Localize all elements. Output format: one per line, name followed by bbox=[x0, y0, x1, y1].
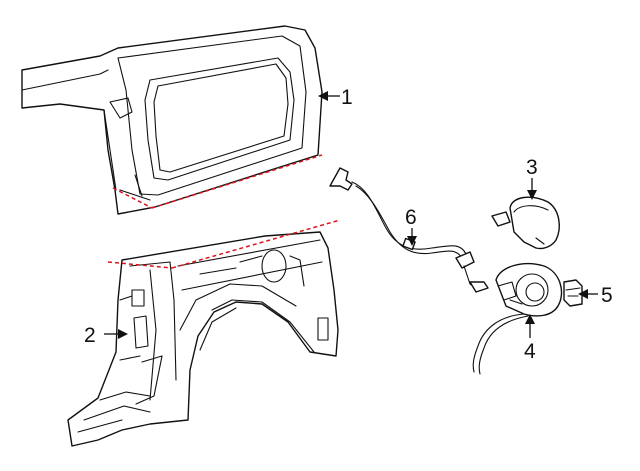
callout-labels: 1 2 3 4 5 6 bbox=[84, 86, 613, 363]
part-2-cut-line-left bbox=[107, 261, 173, 269]
leader-6-arrow bbox=[407, 236, 417, 246]
callout-1: 1 bbox=[341, 86, 353, 109]
part-3-fuel-door bbox=[491, 196, 560, 250]
leader-3-arrow bbox=[527, 190, 537, 200]
callout-6: 6 bbox=[405, 206, 417, 229]
part-1-cut-line-left bbox=[112, 187, 153, 209]
callout-2: 2 bbox=[84, 324, 96, 347]
leader-lines bbox=[104, 91, 598, 339]
part-5-clip bbox=[563, 279, 583, 307]
callout-4: 4 bbox=[524, 340, 536, 363]
part-6-release-cable bbox=[329, 167, 489, 293]
part-4-filler-housing bbox=[472, 262, 563, 375]
part-2-lower-quarter-panel bbox=[67, 231, 339, 447]
leader-4-arrow bbox=[525, 314, 535, 324]
part-1-cut-line-bottom bbox=[151, 154, 323, 209]
leader-2-arrow bbox=[118, 329, 128, 339]
callout-3: 3 bbox=[526, 156, 538, 179]
part-1-upper-quarter-frame bbox=[21, 25, 323, 215]
callout-5: 5 bbox=[601, 284, 613, 307]
leader-5-arrow bbox=[578, 289, 588, 299]
leader-1-arrow bbox=[318, 91, 328, 101]
part-2-cut-line-top bbox=[171, 219, 341, 269]
